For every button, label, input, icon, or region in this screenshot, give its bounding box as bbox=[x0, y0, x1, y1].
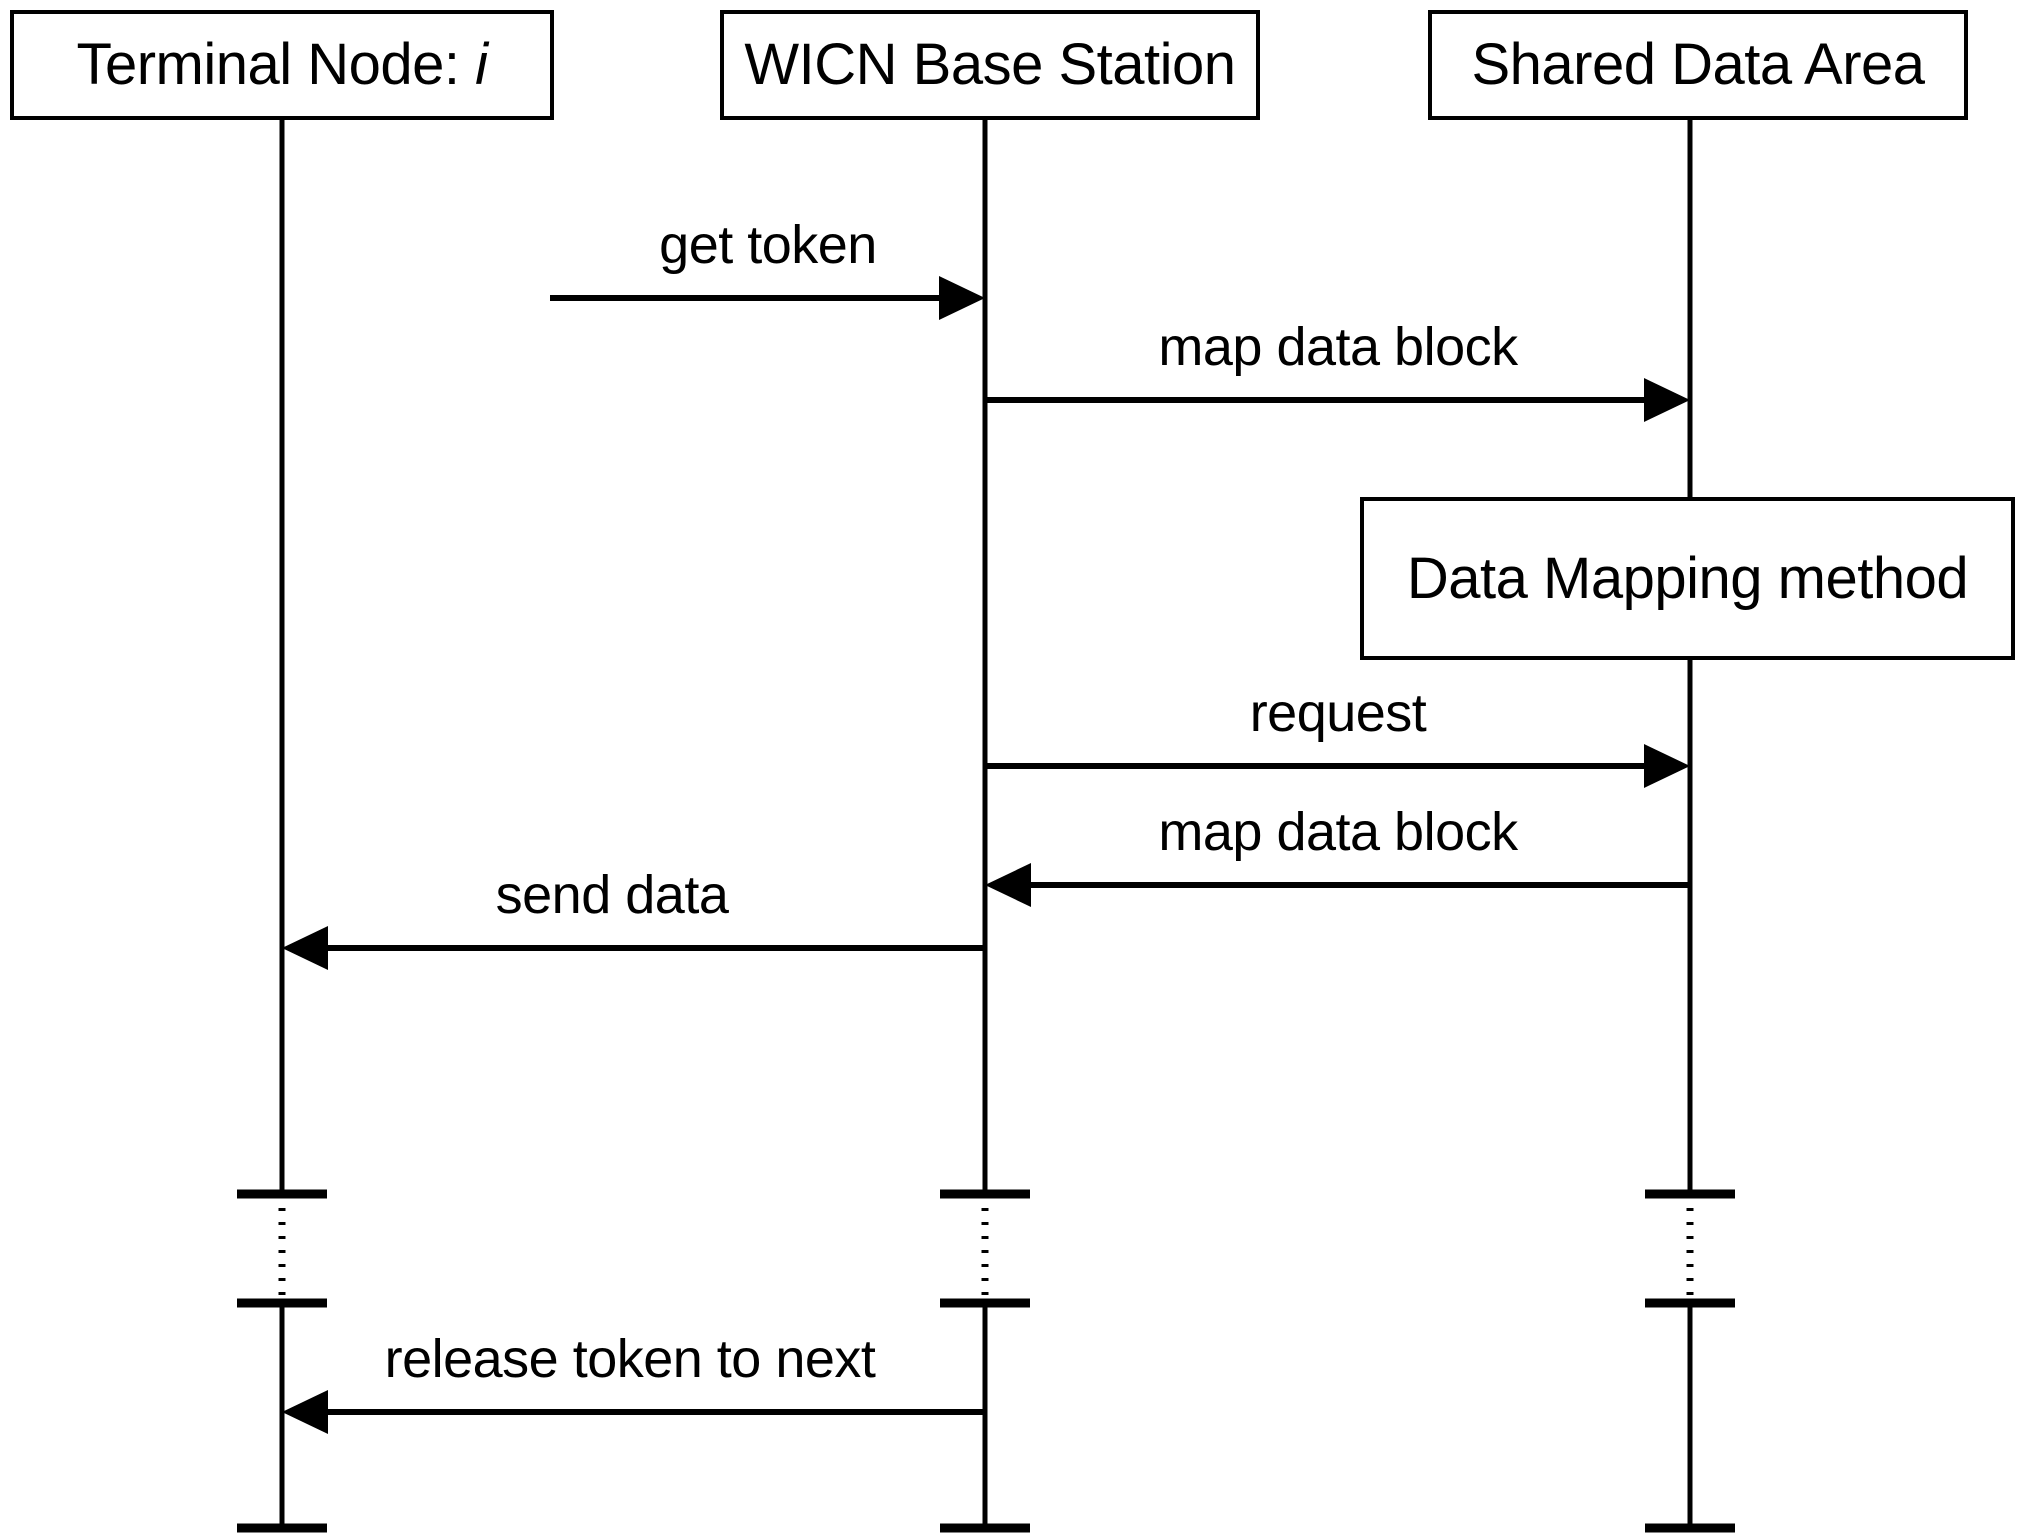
lifeline-header-terminal-node-text: Terminal Node: bbox=[76, 32, 476, 97]
message-arrowhead-send-data bbox=[282, 926, 328, 970]
message-label-get-token: get token bbox=[659, 215, 877, 275]
message-arrowhead-get-token bbox=[939, 276, 985, 320]
message-label-release-token-to-next: release token to next bbox=[384, 1329, 876, 1389]
lifeline-header-shared-data-area[interactable]: Shared Data Area bbox=[1428, 10, 1968, 120]
lifeline-break-markers-group bbox=[237, 1189, 1735, 1308]
message-label-map-data-block-back: map data block bbox=[1158, 802, 1518, 862]
lifeline-header-wicn-base-station[interactable]: WICN Base Station bbox=[720, 10, 1260, 120]
messages-group bbox=[282, 276, 1690, 1434]
lifeline-header-terminal-node-label: Terminal Node: i bbox=[76, 36, 488, 94]
message-arrowhead-release-token bbox=[282, 1390, 328, 1434]
note-data-mapping-method-label: Data Mapping method bbox=[1406, 545, 1969, 611]
message-arrowhead-map-data-block-back bbox=[985, 863, 1031, 907]
message-arrowhead-request bbox=[1644, 744, 1690, 788]
lifeline-header-terminal-node[interactable]: Terminal Node: i bbox=[10, 10, 554, 120]
lifeline-header-terminal-node-index: i bbox=[475, 32, 488, 97]
message-label-map-data-block-out: map data block bbox=[1158, 317, 1518, 377]
message-arrowhead-map-data-block-out bbox=[1644, 378, 1690, 422]
lifeline-header-wicn-base-station-label: WICN Base Station bbox=[744, 32, 1236, 97]
message-label-send-data: send data bbox=[495, 865, 729, 925]
note-data-mapping-method[interactable]: Data Mapping method bbox=[1360, 497, 2015, 660]
message-label-request: request bbox=[1249, 683, 1427, 743]
lifeline-header-shared-data-area-label: Shared Data Area bbox=[1471, 32, 1925, 97]
